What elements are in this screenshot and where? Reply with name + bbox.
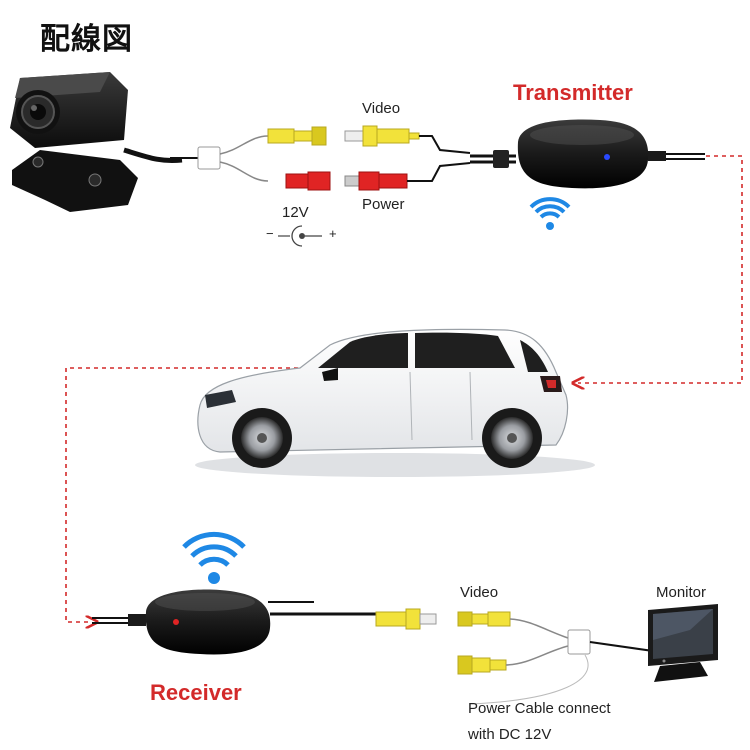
top-power-label: Power (362, 196, 405, 213)
power-note-line2: with DC 12V (468, 726, 551, 743)
transmitter-power-connector (345, 172, 407, 190)
car-icon (195, 329, 595, 477)
bottom-video-label: Video (460, 584, 498, 601)
polarity-symbol (278, 226, 322, 246)
camera-power-connector (286, 172, 330, 190)
monitor-label: Monitor (656, 584, 706, 601)
transmitter-label: Transmitter (513, 80, 633, 106)
top-video-label: Video (362, 100, 400, 117)
power-note-line1: Power Cable connect (468, 700, 611, 717)
monitor-video-connector (458, 612, 510, 626)
camera-video-connector (268, 127, 326, 145)
camera-icon (10, 72, 182, 212)
transmitter-video-connector (345, 126, 419, 146)
monitor-icon (648, 604, 718, 682)
voltage-label: 12V (282, 204, 309, 221)
transmitter-device (518, 120, 705, 189)
monitor-power-connector (458, 656, 506, 674)
wifi-icon (184, 534, 244, 584)
receiver-video-connector (376, 609, 436, 629)
minus-sign: − (266, 226, 274, 241)
receiver-label: Receiver (150, 680, 242, 706)
wifi-icon (524, 180, 575, 231)
plus-sign: + (329, 226, 337, 241)
receiver-device (92, 590, 378, 655)
